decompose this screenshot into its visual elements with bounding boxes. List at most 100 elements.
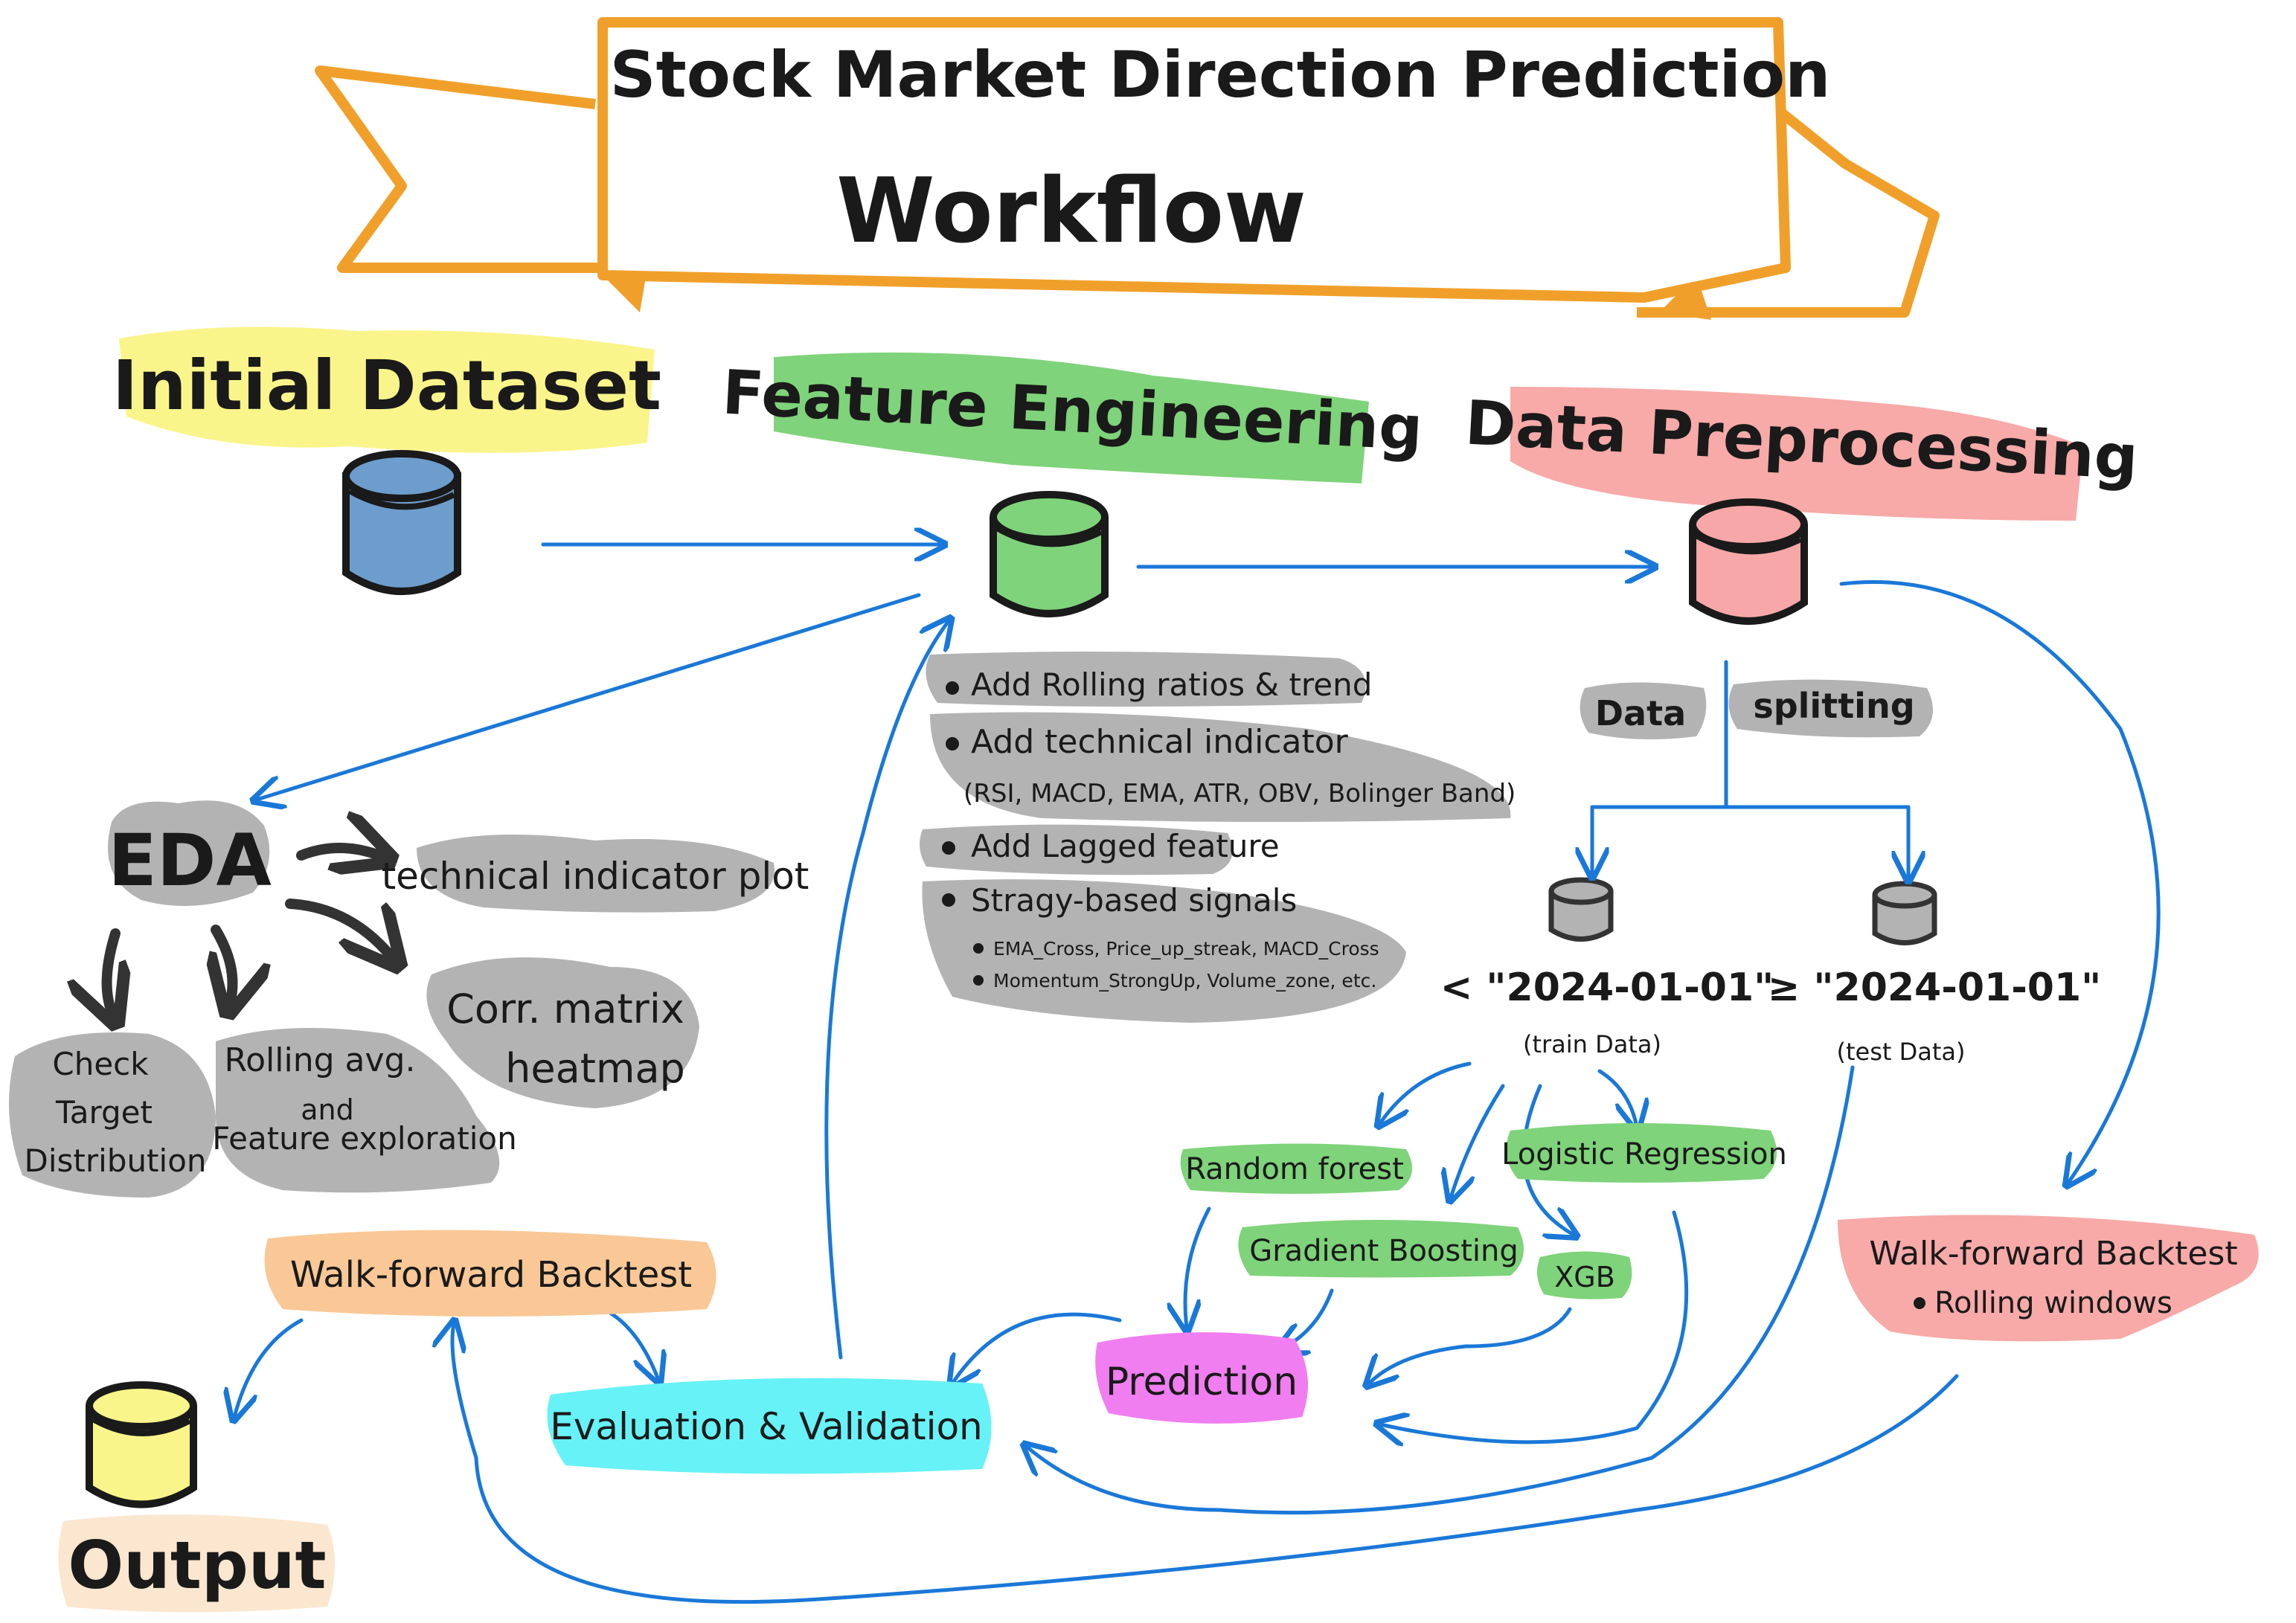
walk-left-highlight (264, 1230, 716, 1317)
highlight-pink (1510, 387, 2083, 521)
highlight-yellow (119, 327, 655, 453)
arrow-train-to-gb (1451, 1084, 1505, 1198)
eda-tech-plot: technical indicator plot (382, 835, 809, 913)
output-label: Output (68, 1527, 326, 1604)
split-label-a: Data (1595, 693, 1686, 733)
rolling-cloud (216, 1028, 500, 1193)
stage-initial: Initial Dataset (112, 327, 661, 453)
tech-plot-label: technical indicator plot (382, 855, 809, 898)
arrow-test-to-eval (1027, 1065, 1855, 1515)
evaluation-node: Evaluation & Validation (547, 1378, 992, 1474)
db-feature-icon (990, 491, 1109, 617)
xgb-label: XGB (1554, 1261, 1615, 1293)
feature-cloud-3 (920, 824, 1233, 875)
model-gb: Gradient Boosting (1238, 1220, 1524, 1278)
db-output-icon (86, 1381, 197, 1508)
flow-arrows (234, 544, 2161, 1604)
feature-cloud-1 (926, 652, 1366, 707)
walk-left-label: Walk-forward Backtest (290, 1254, 692, 1296)
rolling-line3: Feature exploration (212, 1120, 517, 1157)
walk-right-highlight (1838, 1215, 2259, 1342)
stage-initial-label: Initial Dataset (112, 346, 661, 425)
feature-item-2-sub: (RSI, MACD, EMA, ATR, OBV, Bolinger Band… (963, 779, 1516, 809)
arrow-pred-to-eval (952, 1312, 1122, 1383)
stage-feature: Feature Engineering (720, 352, 1424, 483)
eda-check: Check Target Distribution (9, 1032, 216, 1198)
banner-right-tail (1637, 100, 1940, 318)
lr-highlight (1506, 1123, 1777, 1183)
gb-label: Gradient Boosting (1249, 1234, 1519, 1268)
arrow-feature-to-eda (257, 593, 921, 800)
feature-item-4: Stragy-based signals (971, 882, 1297, 919)
gb-highlight (1238, 1220, 1524, 1278)
eda-label: EDA (108, 819, 272, 902)
db-test-icon (1872, 881, 1937, 945)
feature-cloud-2 (930, 712, 1511, 822)
rolling-line2: and (301, 1093, 354, 1126)
output-highlight (58, 1514, 336, 1613)
feature-item-4-sub2: Momentum_StrongUp, Volume_zone, etc. (993, 970, 1376, 992)
eda-arrows (107, 848, 391, 1012)
arrow-rf-to-pred (1185, 1206, 1211, 1328)
xgb-highlight (1537, 1251, 1632, 1299)
check-line2: Target (55, 1094, 153, 1131)
db-initial-icon (342, 450, 461, 595)
corr-line1: Corr. matrix (446, 986, 684, 1032)
model-lr: Logistic Regression (1501, 1123, 1787, 1183)
arrow-train-to-lr (1597, 1069, 1637, 1127)
corr-cloud (426, 957, 699, 1108)
evaluation-label: Evaluation & Validation (550, 1405, 983, 1448)
arrow-walkright-to-eval (1635, 1374, 1959, 1512)
feature-item-1: Add Rolling ratios & trend (971, 666, 1372, 703)
model-xgb: XGB (1537, 1251, 1632, 1299)
stage-preprocess: Data Preprocessing (1463, 387, 2140, 521)
banner-main (597, 17, 1791, 303)
arrow-eval-to-feature (824, 621, 949, 1360)
corr-line2: heatmap (505, 1045, 685, 1092)
test-data: ≥ "2024-01-01" (test Data) (1768, 965, 2101, 1066)
feature-item-2: Add technical indicator (971, 723, 1349, 761)
walk-right-title: Walk-forward Backtest (1869, 1235, 2237, 1273)
eda-corr: Corr. matrix heatmap (426, 957, 699, 1108)
test-condition: ≥ "2024-01-01" (1768, 965, 2101, 1010)
feature-item-4-sub1: EMA_Cross, Price_up_streak, MACD_Cross (993, 938, 1379, 960)
rf-label: Random forest (1185, 1152, 1404, 1186)
check-line3: Distribution (24, 1142, 206, 1179)
arrow-loop-to-walkleft (452, 1324, 1639, 1604)
db-preprocess-icon (1689, 498, 1808, 625)
feature-item-3: Add Lagged feature (971, 828, 1280, 864)
eda-cloud (108, 800, 270, 906)
feature-list: Add Rolling ratios & trend Add technical… (920, 652, 1516, 1023)
db-train-icon (1548, 877, 1614, 942)
arrow-preprocess-to-walk (1839, 579, 2161, 1183)
walk-right-item: Rolling windows (1934, 1286, 2172, 1320)
prediction-node: Prediction (1095, 1332, 1308, 1424)
arrow-train-to-rf (1380, 1061, 1472, 1123)
model-rf: Random forest (1180, 1143, 1412, 1194)
walk-right-node: Walk-forward Backtest Rolling windows (1838, 1215, 2259, 1342)
walk-left-node: Walk-forward Backtest (264, 1230, 716, 1317)
data-splitting: Data splitting (1580, 679, 1933, 739)
split-label-b: splitting (1753, 686, 1914, 726)
output-node: Output (58, 1514, 336, 1613)
prediction-label: Prediction (1106, 1360, 1298, 1404)
train-data: < "2024-01-01" (train Data) (1440, 965, 1774, 1058)
eda-node: EDA (108, 800, 272, 906)
title-line2: Workflow (836, 160, 1306, 263)
rf-highlight (1180, 1143, 1412, 1194)
split-cloud-a (1580, 682, 1707, 739)
banner-left-tail (315, 65, 647, 273)
arrow-walkleft-to-eval (608, 1311, 658, 1380)
evaluation-highlight (547, 1378, 992, 1474)
title-banner: Stock Market Direction Prediction Workfl… (315, 17, 1940, 320)
check-line1: Check (52, 1046, 149, 1082)
train-condition: < "2024-01-01" (1440, 965, 1774, 1010)
prediction-highlight (1095, 1332, 1308, 1424)
arrow-lr-to-pred (1380, 1210, 1689, 1442)
check-cloud (9, 1032, 216, 1198)
arrow-walkleft-to-output (234, 1318, 304, 1417)
eda-rolling: Rolling avg. and Feature exploration (212, 1028, 517, 1193)
split-cloud-b (1728, 679, 1933, 738)
rolling-line1: Rolling avg. (225, 1041, 416, 1079)
